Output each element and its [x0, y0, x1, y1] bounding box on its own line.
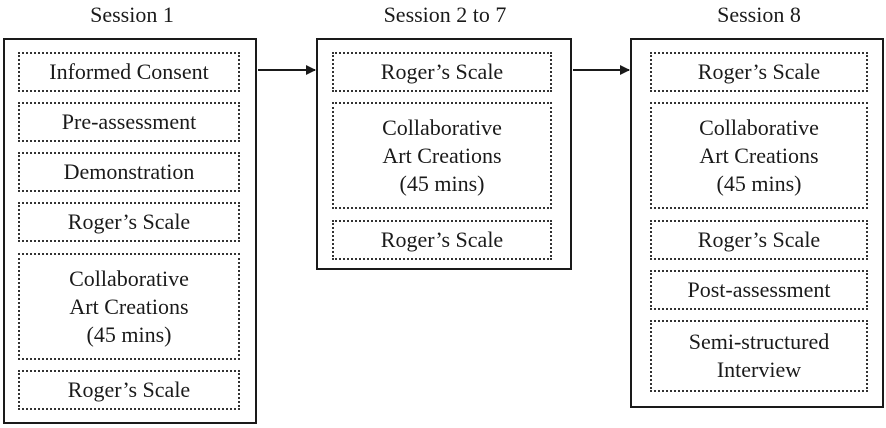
- session-1-title: Session 1: [90, 2, 174, 27]
- session-1-step-collaborative-art: Collaborative Art Creations (45 mins): [18, 253, 240, 360]
- session-8-step-rogers-scale-pre: Roger’s Scale: [650, 52, 868, 92]
- session-2-7-step-rogers-scale-pre: Roger’s Scale: [332, 52, 552, 92]
- session-1-step-rogers-scale-post: Roger’s Scale: [18, 370, 240, 410]
- session-8-step-semi-structured-interview: Semi-structured Interview: [650, 320, 868, 392]
- session-8-step-collaborative-art: Collaborative Art Creations (45 mins): [650, 102, 868, 209]
- session-8-title: Session 8: [717, 2, 801, 27]
- session-2-7-box: [316, 38, 572, 270]
- session-2-7-step-rogers-scale-post: Roger’s Scale: [332, 220, 552, 260]
- session-2-7-step-collaborative-art: Collaborative Art Creations (45 mins): [332, 102, 552, 209]
- session-8-box: [630, 38, 884, 408]
- session-1-step-rogers-scale-pre: Roger’s Scale: [18, 202, 240, 242]
- session-2-7-title: Session 2 to 7: [383, 2, 507, 27]
- session-8-step-post-assessment: Post-assessment: [650, 270, 868, 310]
- session-8-step-rogers-scale-post: Roger’s Scale: [650, 220, 868, 260]
- session-1-step-pre-assessment: Pre-assessment: [18, 102, 240, 142]
- session-1-step-informed-consent: Informed Consent: [18, 52, 240, 92]
- session-1-step-demonstration: Demonstration: [18, 152, 240, 192]
